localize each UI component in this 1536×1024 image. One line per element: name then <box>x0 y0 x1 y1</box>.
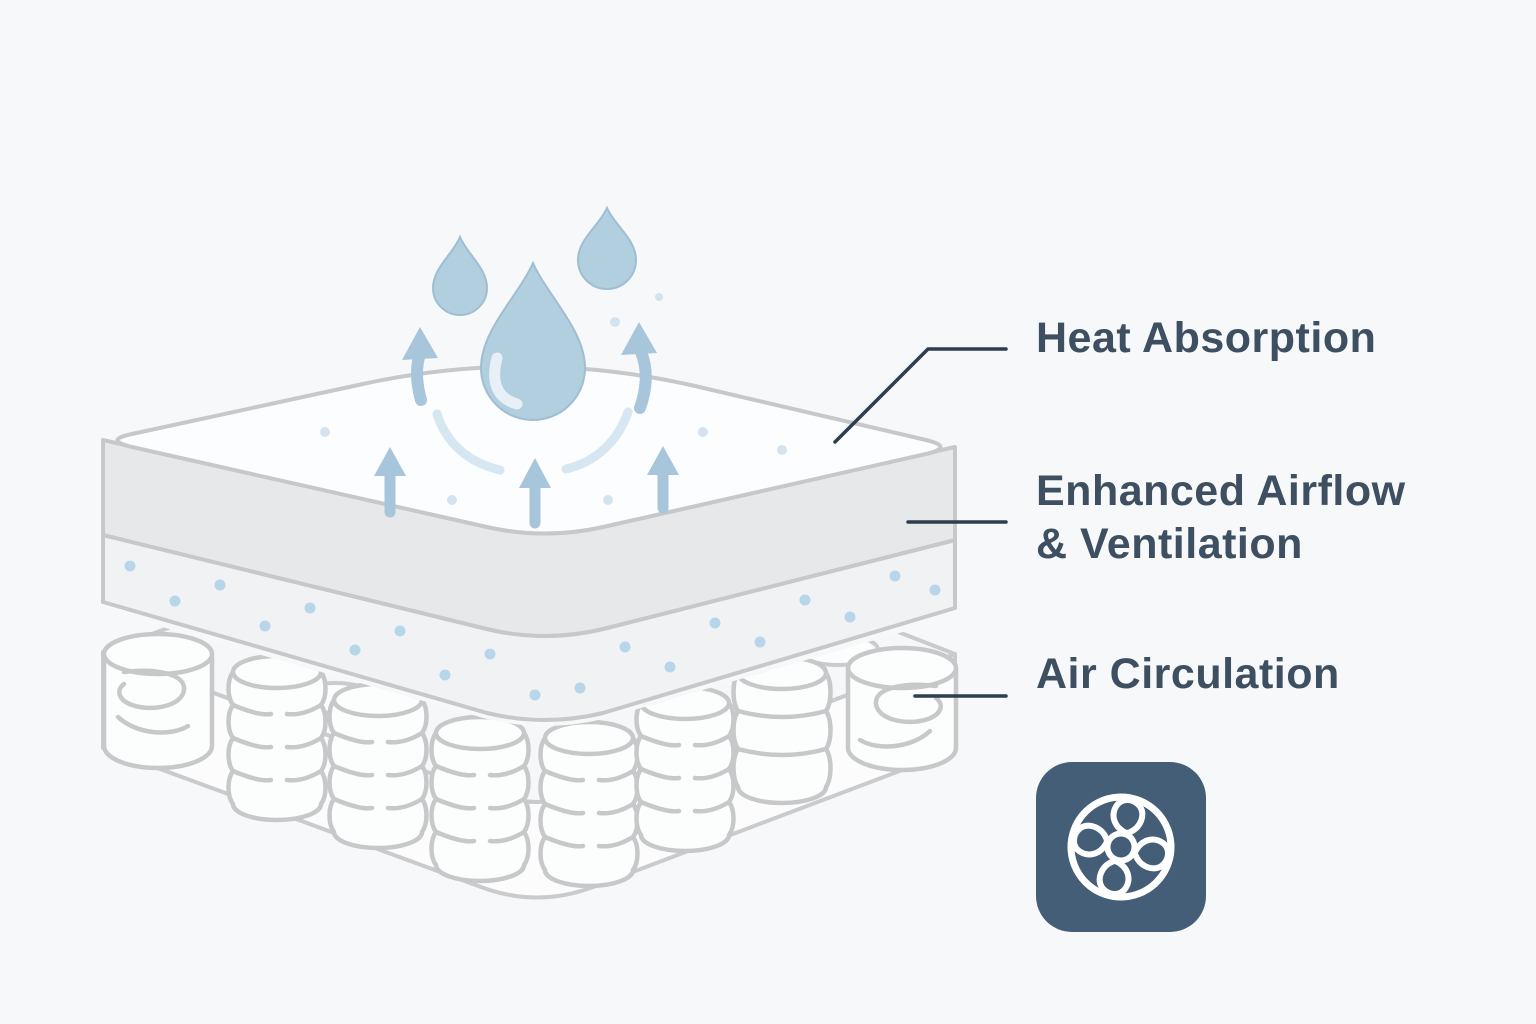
coil-spring <box>637 687 734 851</box>
coil-spring-rolled-left <box>101 631 215 771</box>
fan-tile-background <box>1036 762 1206 932</box>
fan-icon-tile <box>1036 762 1206 932</box>
up-arrow-icon <box>374 322 679 529</box>
coil-spring <box>541 722 638 886</box>
label-heat-absorption: Heat Absorption <box>1036 314 1376 362</box>
label-air-circulation: Air Circulation <box>1036 650 1340 698</box>
splash-arcs <box>432 407 633 475</box>
label-enhanced-airflow-line2: & Ventilation <box>1036 520 1303 568</box>
label-enhanced-airflow-line1: Enhanced Airflow <box>1036 467 1406 515</box>
coil-spring-rolled-right <box>845 645 959 773</box>
water-droplet-icon <box>431 205 638 421</box>
coil-spring <box>734 657 831 803</box>
coil-spring <box>432 717 529 881</box>
coil-spring <box>330 684 427 848</box>
leader-line-heat-absorption <box>833 347 1008 444</box>
perforation-dots <box>124 560 941 701</box>
coil-spring <box>229 656 326 820</box>
surface-dots <box>320 293 787 505</box>
fan-icon <box>1058 784 1184 910</box>
